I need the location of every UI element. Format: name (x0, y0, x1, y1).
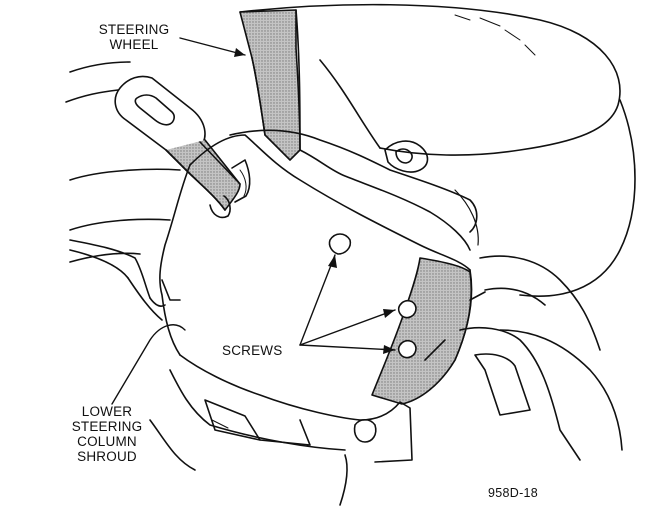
multifunction-lever (114, 75, 251, 219)
steering-wheel-label: STEERING WHEEL (92, 22, 176, 52)
leader-screw-mid (299, 309, 396, 346)
steering-wheel-label-line-2: WHEEL (109, 37, 159, 52)
leader-screw-low (299, 344, 396, 351)
upper-column-shroud (229, 129, 479, 251)
left-console (69, 239, 181, 321)
leader-steering-wheel (179, 37, 246, 56)
leader-lower-shroud (111, 324, 186, 405)
dashboard-arcs (65, 61, 181, 263)
lower-shroud-label-line-4: SHROUD (77, 449, 137, 464)
right-side-panel (424, 255, 623, 461)
steering-wheel-rim (239, 3, 636, 297)
figure-id: 958D-18 (488, 486, 539, 500)
steering-wheel-label-line-1: STEERING (98, 22, 170, 37)
lower-components (149, 369, 413, 506)
screws-label: SCREWS (222, 343, 283, 358)
lower-shroud-label-line-3: COLUMN (77, 434, 137, 449)
lower-shroud-label-line-1: LOWER (81, 404, 133, 419)
lower-column-shroud (159, 134, 473, 421)
lower-shroud-label-line-2: STEERING (71, 419, 143, 434)
leader-screw-top (299, 254, 336, 346)
leader-lines (111, 37, 396, 405)
lower-steering-column-shroud-label: LOWER STEERING COLUMN SHROUD (62, 404, 152, 464)
